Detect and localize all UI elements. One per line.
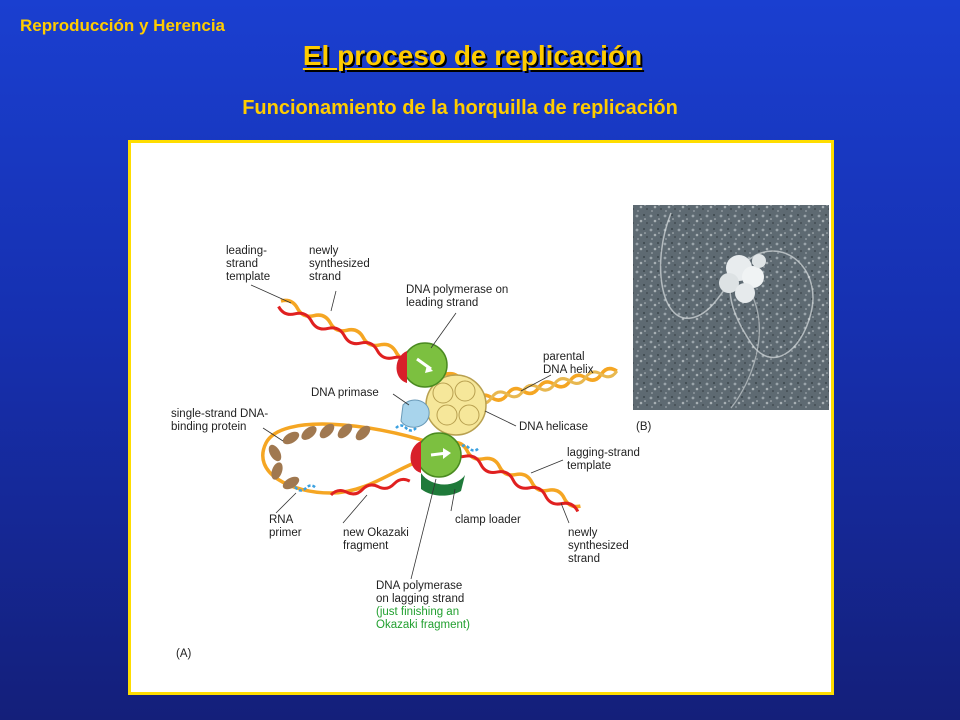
dna-helicase <box>425 374 487 436</box>
lagging-polymerase <box>410 432 462 478</box>
slide-subtitle: Funcionamiento de la horquilla de replic… <box>242 97 678 119</box>
label-dna-primase: DNA primase <box>311 387 379 399</box>
panel-a-label: (A) <box>176 648 192 660</box>
leading-polymerase <box>396 342 448 388</box>
label-ssb: single-strand DNA- binding protein <box>171 408 271 433</box>
panel-b-label: (B) <box>636 421 652 433</box>
label-rna-primer: RNA primer <box>269 514 302 539</box>
parental-dna-helix <box>474 366 619 405</box>
ssb-proteins <box>268 423 371 490</box>
label-newly-synthesized-bottom: newly synthesized strand <box>568 527 632 565</box>
slide-title: El proceso de replicación <box>302 40 643 71</box>
label-clamp-loader: clamp loader <box>455 514 521 526</box>
replication-fork-diagram: (B) <box>171 205 829 660</box>
clamp-loader <box>421 473 465 496</box>
label-polymerase-lagging: DNA polymerase on lagging strand <box>376 580 466 605</box>
dna-primase <box>400 399 430 428</box>
label-newly-synthesized-top: newly synthesized strand <box>309 245 373 283</box>
label-polymerase-leading: DNA polymerase on leading strand <box>406 284 511 309</box>
label-polymerase-lagging-note: (just finishing an Okazaki fragment) <box>376 606 470 631</box>
label-okazaki: new Okazaki fragment <box>343 527 412 552</box>
lagging-strand-template <box>447 440 581 513</box>
micrograph-image <box>633 205 829 410</box>
label-dna-helicase: DNA helicase <box>519 421 588 433</box>
label-parental-helix: parental DNA helix <box>543 351 594 376</box>
label-lagging-template: lagging-strand template <box>567 447 643 472</box>
label-leading-template: leading- strand template <box>226 245 270 283</box>
figure-panel: (B) <box>128 140 834 695</box>
course-title: Reproducción y Herencia <box>20 16 226 35</box>
leader-lines <box>250 284 570 580</box>
replisome-blob <box>719 254 766 303</box>
